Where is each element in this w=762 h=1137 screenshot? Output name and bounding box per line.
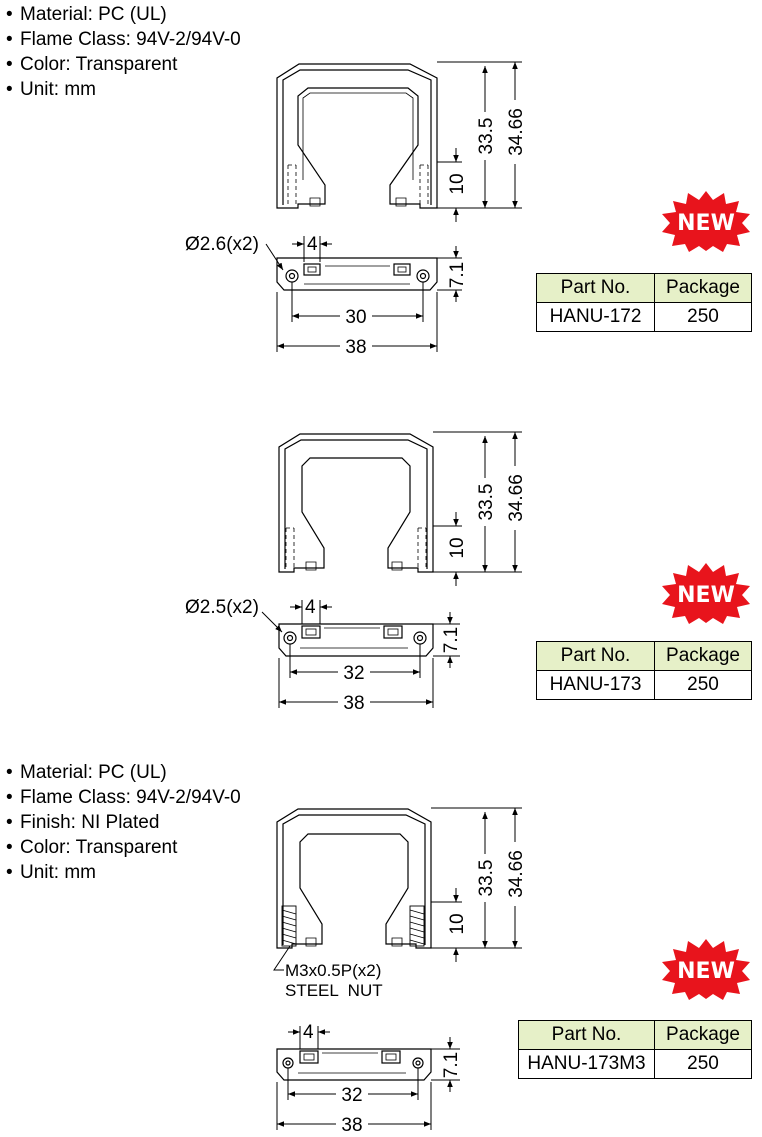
badge-label: NEW — [677, 583, 735, 608]
bottom-view-hanu-173 — [278, 623, 434, 657]
dim-leg-height: 10 — [447, 537, 468, 558]
dim-height-inner: 33.5 — [476, 860, 497, 897]
front-view-hanu-173 — [278, 433, 434, 573]
header-part-no: Part No. — [536, 273, 655, 303]
dim-overall-width: 38 — [345, 337, 366, 358]
dimension-labels-bottom-hanu-172: Ø2.6(x2) 4 7.1 30 38 — [185, 234, 470, 358]
dim-height-inner: 33.5 — [476, 118, 497, 155]
spec-item: Material: PC (UL) — [6, 2, 241, 27]
starburst-icon: NEW — [662, 191, 750, 252]
front-view-hanu-173m3 — [276, 808, 432, 949]
table-header-row: Part No. Package — [518, 1020, 752, 1050]
dim-hole-pitch: 30 — [345, 307, 366, 328]
dim-height-outer: 34.66 — [506, 108, 527, 156]
new-badge: NEW — [660, 190, 752, 252]
spec-item: Color: Transparent — [6, 52, 241, 77]
starburst-icon: NEW — [662, 939, 750, 1000]
spec-list-section1: Material: PC (UL) Flame Class: 94V-2/94V… — [6, 2, 241, 102]
dim-depth: 7.1 — [447, 262, 468, 288]
cell-package: 250 — [654, 302, 752, 332]
badge-label: NEW — [677, 211, 735, 236]
spec-item: Color: Transparent — [6, 835, 241, 860]
cell-part-no: HANU-173 — [536, 670, 655, 700]
dim-leg-height: 10 — [447, 173, 468, 194]
starburst-icon: NEW — [662, 563, 750, 624]
bottom-view-hanu-172 — [276, 257, 438, 291]
dim-hole-pitch: 32 — [341, 1085, 362, 1106]
part-table-hanu-173m3: Part No. Package HANU-173M3 250 — [518, 1020, 752, 1079]
spec-item: Unit: mm — [6, 77, 241, 102]
dim-depth: 7.1 — [441, 627, 462, 653]
table-row: HANU-173 250 — [536, 670, 752, 700]
dim-depth: 7.1 — [441, 1052, 462, 1078]
header-package: Package — [654, 273, 752, 303]
table-row: HANU-172 250 — [536, 302, 752, 332]
dimension-labels-front-hanu-173: 33.5 34.66 10 — [446, 466, 527, 564]
dimensions-bottom-hanu-173m3 — [276, 1026, 460, 1130]
cell-package: 250 — [654, 1049, 752, 1079]
dim-overall-width: 38 — [343, 693, 364, 714]
cell-package: 250 — [654, 670, 752, 700]
dimension-labels-front-hanu-173m3: 33.5 34.66 10 M3x0.5P(x2) STEEL NUT — [285, 842, 527, 1000]
part-table-hanu-173: Part No. Package HANU-173 250 — [536, 641, 752, 700]
bottom-view-hanu-173m3 — [276, 1048, 432, 1081]
dim-hole-diameter: Ø2.5(x2) — [185, 597, 259, 618]
badge-label: NEW — [677, 959, 735, 984]
dim-slot-width: 4 — [307, 234, 318, 255]
header-part-no: Part No. — [518, 1020, 655, 1050]
table-header-row: Part No. Package — [536, 273, 752, 303]
dim-overall-width: 38 — [341, 1115, 362, 1136]
nut-note-spec: M3x0.5P(x2) — [285, 961, 381, 980]
new-badge: NEW — [660, 938, 752, 1000]
dimensions-front-hanu-173m3 — [273, 807, 522, 971]
spec-list-section3: Material: PC (UL) Flame Class: 94V-2/94V… — [6, 760, 241, 885]
steel-nut-right — [409, 905, 425, 947]
cell-part-no: HANU-172 — [536, 302, 655, 332]
table-row: HANU-173M3 250 — [518, 1049, 752, 1079]
dim-leg-height: 10 — [447, 913, 468, 934]
dim-height-inner: 33.5 — [476, 484, 497, 521]
dimension-labels-front-hanu-172: 33.5 34.66 10 — [446, 100, 527, 200]
dim-height-outer: 34.66 — [506, 474, 527, 522]
dimension-labels-bottom-hanu-173: Ø2.5(x2) 4 7.1 32 38 — [185, 597, 466, 714]
front-view-hanu-172 — [276, 63, 438, 209]
new-badge: NEW — [660, 562, 752, 624]
dim-slot-width: 4 — [305, 597, 316, 618]
spec-item: Finish: NI Plated — [6, 810, 241, 835]
header-package: Package — [654, 1020, 752, 1050]
header-package: Package — [654, 641, 752, 671]
spec-item: Flame Class: 94V-2/94V-0 — [6, 785, 241, 810]
dimension-labels-bottom-hanu-173m3: 4 7.1 32 38 — [303, 1022, 466, 1136]
spec-item: Material: PC (UL) — [6, 760, 241, 785]
dim-hole-diameter: Ø2.6(x2) — [185, 234, 259, 255]
cell-part-no: HANU-173M3 — [518, 1049, 655, 1079]
steel-nut-left — [281, 905, 297, 947]
part-table-hanu-172: Part No. Package HANU-172 250 — [536, 273, 752, 332]
dim-hole-pitch: 32 — [343, 663, 364, 684]
spec-item: Flame Class: 94V-2/94V-0 — [6, 27, 241, 52]
header-part-no: Part No. — [536, 641, 655, 671]
dim-height-outer: 34.66 — [506, 850, 527, 898]
dim-slot-width: 4 — [303, 1022, 314, 1043]
nut-note-material: STEEL NUT — [285, 981, 383, 1000]
table-header-row: Part No. Package — [536, 641, 752, 671]
spec-item: Unit: mm — [6, 860, 241, 885]
